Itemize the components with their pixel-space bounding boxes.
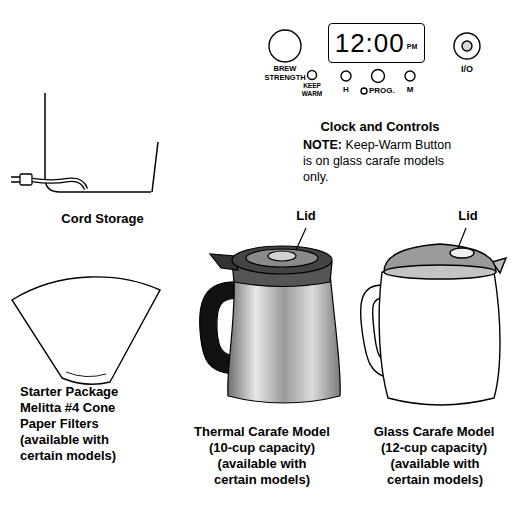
clock-suffix: PM	[407, 43, 418, 50]
button-label-box: H	[340, 85, 352, 94]
capacity-note: (12-cup capacity)	[381, 440, 487, 455]
leader-line	[458, 228, 466, 248]
button-label: M	[407, 85, 414, 94]
control-buttons	[308, 71, 317, 80]
note-heading-box: NOTE:Keep-Warm Button is on glass carafe…	[303, 137, 457, 185]
model-name-box: Glass Carafe Model	[358, 424, 510, 440]
control-buttons	[462, 41, 472, 51]
callout-label: Lid	[296, 208, 316, 223]
model-name: Thermal Carafe Model	[194, 424, 330, 439]
button-label: I/O	[461, 64, 473, 74]
button-label-box: PROG.	[369, 86, 401, 95]
capacity-note-box: (12-cup capacity)	[358, 440, 510, 456]
power-cord	[32, 180, 86, 189]
clock-digits: 12:00	[335, 28, 405, 59]
button-label-box: I/O	[450, 64, 484, 74]
button-label: PROG.	[369, 86, 395, 95]
callout-label: Lid	[458, 208, 478, 223]
control-buttons	[372, 70, 385, 83]
part-name-box: Cord Storage	[45, 211, 160, 227]
glass-carafe	[379, 272, 500, 405]
paper-filter	[12, 277, 160, 384]
control-buttons	[454, 33, 480, 59]
control-buttons	[405, 71, 415, 81]
part-name: Cord Storage	[61, 211, 143, 226]
glass-carafe	[361, 244, 506, 405]
power-cord	[11, 174, 86, 189]
glass-carafe	[384, 265, 496, 279]
availability-note: (available with certain models)	[387, 456, 483, 487]
button-label-box: M	[404, 85, 416, 94]
thermal-carafe	[200, 246, 341, 403]
model-name: Glass Carafe Model	[374, 424, 495, 439]
coffee-maker-base	[45, 93, 158, 192]
capacity-note-box: (10-cup capacity)	[172, 440, 352, 456]
button-label-box: KEEP WARM	[297, 82, 327, 97]
power-cord	[20, 174, 32, 185]
paper-filter	[66, 372, 106, 377]
callout-label-box: Lid	[288, 208, 324, 224]
paper-filter	[12, 277, 160, 384]
availability-note: (available with certain models)	[214, 456, 310, 487]
capacity-note: (10-cup capacity)	[209, 440, 315, 455]
thermal-carafe	[232, 246, 332, 274]
coffee-maker-base	[45, 93, 151, 192]
button-label: BREW STRENGTH	[264, 64, 305, 82]
availability-note-box: (available with certain models)	[378, 456, 492, 488]
button-label: KEEP WARM	[302, 82, 323, 97]
coffee-maker-base	[152, 142, 158, 192]
section-title: Clock and Controls	[320, 119, 439, 134]
leader-line	[296, 228, 466, 250]
availability-note-box: (available with certain models)	[20, 432, 134, 464]
button-label-box: BREW STRENGTH	[262, 65, 308, 82]
leader-line	[296, 228, 306, 250]
button-label: H	[343, 85, 349, 94]
power-cord	[11, 177, 20, 182]
model-name-box: Thermal Carafe Model	[172, 424, 352, 440]
note-heading: NOTE:	[303, 138, 342, 152]
lcd-display: 12:00PM	[328, 23, 425, 63]
availability-note: (available with certain models)	[20, 432, 116, 463]
control-buttons	[361, 88, 367, 94]
callout-label-box: Lid	[450, 208, 486, 224]
part-name: Starter Package Melitta #4 Cone Paper Fi…	[20, 384, 118, 431]
thermal-carafe	[246, 249, 318, 267]
availability-note-box: (available with certain models)	[204, 456, 320, 488]
control-buttons	[269, 30, 301, 62]
thermal-carafe	[228, 272, 341, 403]
power-cord	[32, 180, 86, 189]
section-title-box: Clock and Controls	[290, 119, 470, 135]
part-name-box: Starter Package Melitta #4 Cone Paper Fi…	[20, 384, 134, 432]
thermal-carafe	[268, 251, 296, 261]
glass-carafe	[450, 248, 474, 258]
control-buttons	[341, 71, 351, 81]
